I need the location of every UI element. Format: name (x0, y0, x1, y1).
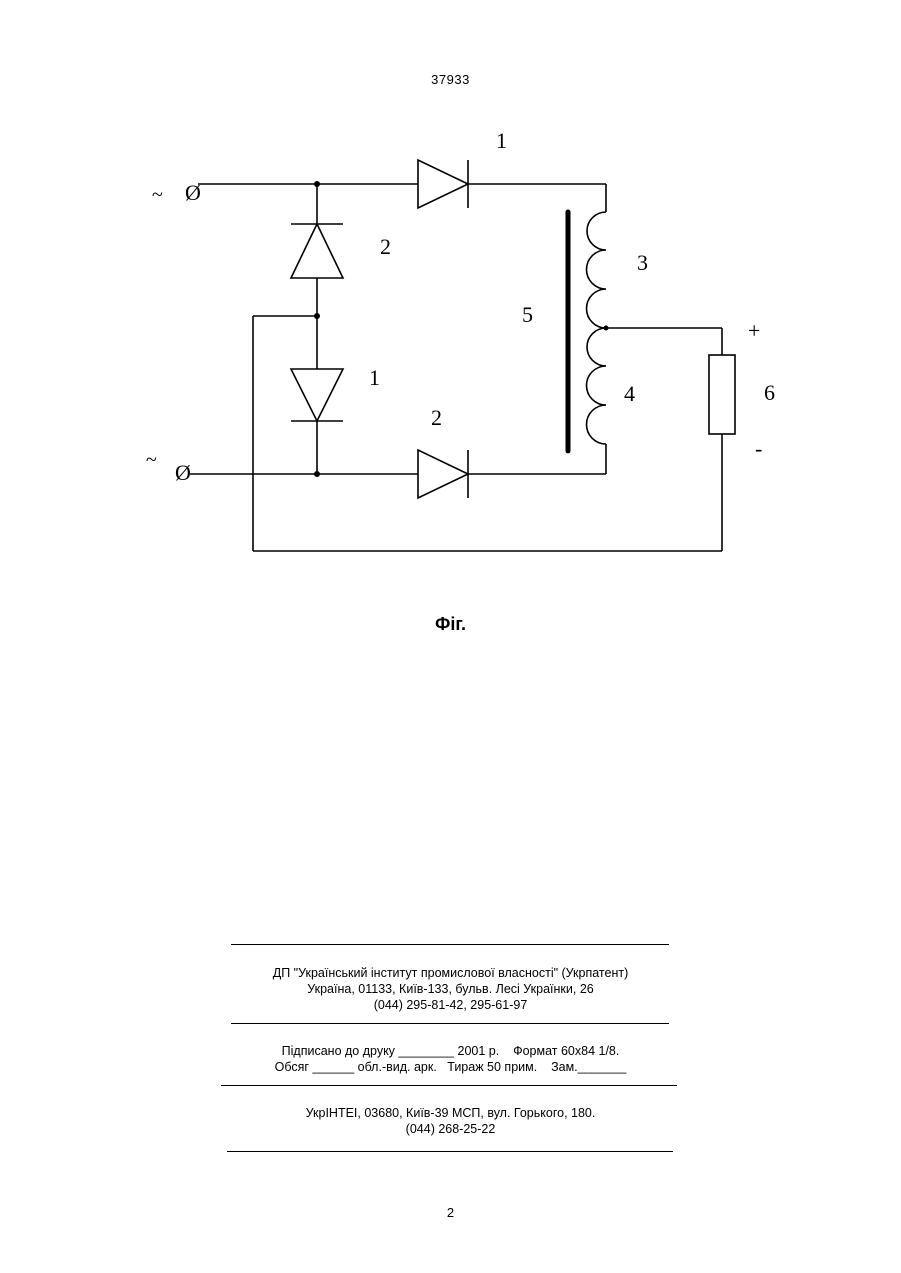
divider-1 (231, 944, 669, 945)
diode-left-lower (291, 369, 343, 421)
label-coil-upper: 3 (637, 250, 648, 275)
ac-symbol-top: ~ (152, 184, 163, 206)
label-coil-lower: 4 (624, 381, 635, 406)
org-line-1: ДП "Український інститут промислової вла… (0, 965, 901, 981)
diode-top (418, 160, 468, 208)
imprint-print: Підписано до друку ________ 2001 р. Форм… (0, 1043, 901, 1075)
label-diode-top: 1 (496, 128, 507, 153)
terminal-bottom-icon: Ø (175, 460, 191, 485)
imprint-org: ДП "Український інститут промислової вла… (0, 965, 901, 1013)
ac-symbol-bottom: ~ (146, 449, 157, 471)
circuit-diagram: ~ Ø ~ Ø 1 2 1 2 3 4 5 6 + - (0, 0, 901, 600)
diode-bottom (418, 450, 468, 498)
label-diode-bottom: 2 (431, 405, 442, 430)
label-diode-left-lower: 1 (369, 365, 380, 390)
org-line-3: (044) 295-81-42, 295-61-97 (0, 997, 901, 1013)
terminal-top-icon: Ø (185, 180, 201, 205)
coil-winding-lower (587, 328, 607, 444)
print-line-2: Обсяг ______ обл.-вид. арк. Тираж 50 при… (0, 1059, 901, 1075)
print-line-1: Підписано до друку ________ 2001 р. Форм… (0, 1043, 901, 1059)
divider-4 (227, 1151, 673, 1152)
figure-caption: Фіг. (0, 614, 901, 635)
label-plus: + (748, 318, 760, 343)
label-diode-left-upper: 2 (380, 234, 391, 259)
page-number: 2 (0, 1205, 901, 1220)
junction-top (314, 181, 320, 187)
printer-line-1: УкрІНТЕІ, 03680, Київ-39 МСП, вул. Горьк… (0, 1105, 901, 1121)
imprint-printer: УкрІНТЕІ, 03680, Київ-39 МСП, вул. Горьк… (0, 1105, 901, 1137)
org-line-2: Україна, 01133, Київ-133, бульв. Лесі Ук… (0, 981, 901, 997)
load-resistor (709, 355, 735, 434)
diode-left-upper (291, 224, 343, 278)
label-load: 6 (764, 380, 775, 405)
label-minus: - (755, 436, 762, 461)
divider-3 (221, 1085, 677, 1086)
label-core: 5 (522, 302, 533, 327)
printer-line-2: (044) 268-25-22 (0, 1121, 901, 1137)
divider-2 (231, 1023, 669, 1024)
coil-winding-upper (587, 212, 607, 328)
